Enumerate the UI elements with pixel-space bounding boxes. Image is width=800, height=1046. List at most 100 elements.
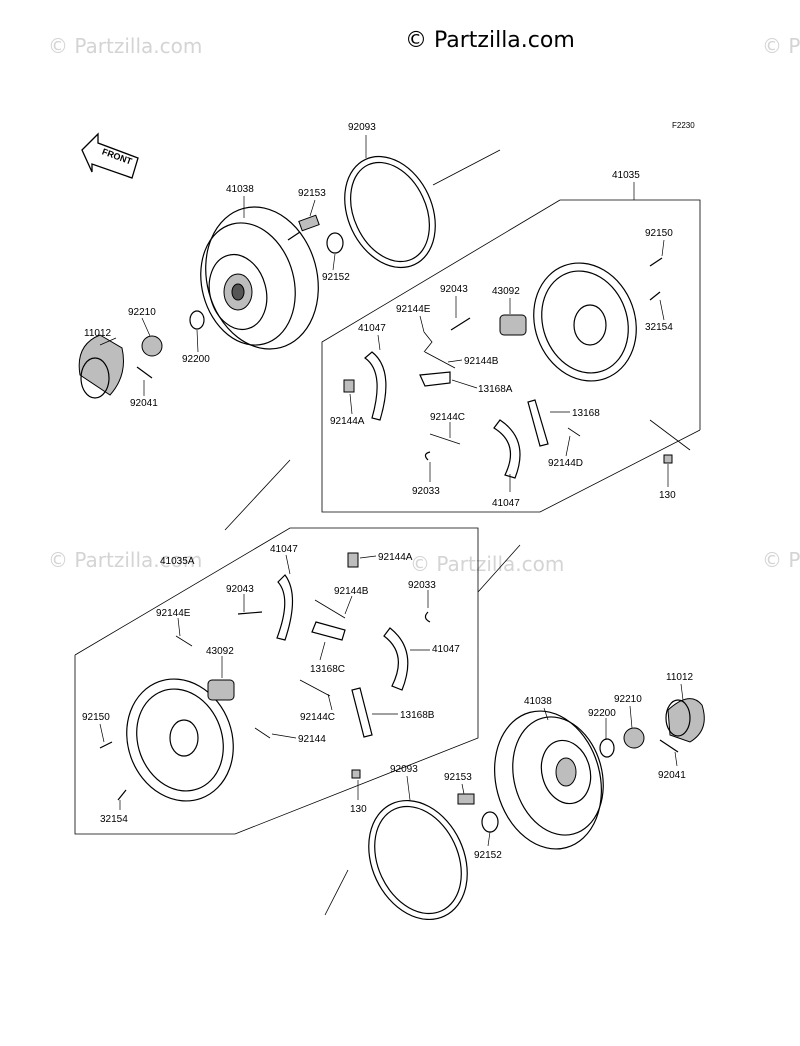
clip-92144A-upper bbox=[343, 379, 355, 393]
wheel-cylinder-upper bbox=[499, 314, 527, 336]
lever-13168A bbox=[419, 371, 451, 387]
label-92200-bot: 92200 bbox=[588, 708, 616, 719]
bolt-130-upper bbox=[663, 454, 673, 464]
label-32154-top: 32154 bbox=[645, 322, 673, 333]
label-13168: 13168 bbox=[572, 408, 600, 419]
spring-92144C-upper bbox=[429, 433, 461, 445]
pin-92043-lower bbox=[237, 611, 263, 615]
label-11012-top: 11012 bbox=[84, 328, 112, 339]
watermark-top-right: © Partzilla.com bbox=[762, 34, 800, 58]
spring-92144B-upper bbox=[424, 351, 456, 369]
brake-shoe-upper-b bbox=[493, 419, 521, 479]
spring-92144E-upper bbox=[423, 331, 433, 353]
spring-92144C-lower bbox=[299, 679, 331, 697]
backing-plate-lower bbox=[126, 678, 234, 802]
label-41047-top-b: 41047 bbox=[492, 498, 520, 509]
brake-drum-upper bbox=[200, 206, 319, 350]
label-92144B-top: 92144B bbox=[464, 356, 499, 367]
label-92093-top: 92093 bbox=[348, 122, 376, 133]
pin-92041-lower bbox=[659, 739, 679, 753]
label-92144C-bot: 92144C bbox=[300, 712, 335, 723]
label-92200-top: 92200 bbox=[182, 354, 210, 365]
bolt-92150-lower bbox=[99, 741, 113, 749]
label-41047-top-a: 41047 bbox=[358, 323, 386, 334]
backing-plate-upper bbox=[533, 262, 637, 382]
label-92093-bot: 92093 bbox=[390, 764, 418, 775]
brake-shoe-lower-b bbox=[383, 627, 409, 691]
drum-seal-upper bbox=[344, 155, 436, 269]
fitting-32154-lower bbox=[117, 789, 127, 801]
label-41047-bot-a: 41047 bbox=[270, 544, 298, 555]
washer-92200-upper bbox=[189, 310, 205, 330]
label-92150-top: 92150 bbox=[645, 228, 673, 239]
bolt-130-lower bbox=[351, 769, 361, 779]
lever-13168 bbox=[527, 399, 549, 447]
label-92144C-top: 92144C bbox=[430, 412, 465, 423]
label-92043-bot: 92043 bbox=[226, 584, 254, 595]
assembly-frame-upper bbox=[224, 149, 701, 531]
stud-92153-lower bbox=[457, 793, 475, 805]
watermark-mid-right: © Partzilla.com bbox=[762, 548, 800, 572]
hub-cap-lower bbox=[665, 698, 705, 743]
label-41035: 41035 bbox=[612, 170, 640, 181]
label-32154-bot: 32154 bbox=[100, 814, 128, 825]
stud-92153-upper bbox=[287, 214, 320, 241]
label-130-bot: 130 bbox=[350, 804, 367, 815]
label-43092-bot: 43092 bbox=[206, 646, 234, 657]
nut-92210-lower bbox=[623, 727, 645, 749]
label-92153-bot: 92153 bbox=[444, 772, 472, 783]
nut-92210-upper bbox=[141, 335, 163, 357]
collar-92152-upper bbox=[326, 232, 344, 254]
label-92152-top: 92152 bbox=[322, 272, 350, 283]
pin-92041-upper bbox=[136, 366, 153, 379]
hub-cap-upper bbox=[78, 334, 124, 399]
leader-lines bbox=[99, 135, 684, 847]
brake-shoe-lower-a bbox=[276, 574, 294, 641]
label-92144D: 92144D bbox=[548, 458, 583, 469]
label-92033-top: 92033 bbox=[412, 486, 440, 497]
spring-92144-lower bbox=[254, 727, 271, 739]
pin-92043-upper bbox=[450, 317, 471, 331]
label-92144B-bot: 92144B bbox=[334, 586, 369, 597]
label-92150-bot: 92150 bbox=[82, 712, 110, 723]
clip-92144A-lower bbox=[347, 552, 359, 568]
figure-code: F2230 bbox=[672, 121, 695, 130]
label-92144A-bot: 92144A bbox=[378, 552, 413, 563]
label-92210-bot: 92210 bbox=[614, 694, 642, 705]
watermark-mid-left: © Partzilla.com bbox=[48, 548, 203, 572]
bolt-92150-upper bbox=[649, 257, 663, 267]
label-13168B: 13168B bbox=[400, 710, 435, 721]
label-92152-bot: 92152 bbox=[474, 850, 502, 861]
label-43092-top: 43092 bbox=[492, 286, 520, 297]
label-92144E-top: 92144E bbox=[396, 304, 431, 315]
label-92043-top: 92043 bbox=[440, 284, 468, 295]
watermark-mid-center: © Partzilla.com bbox=[410, 552, 565, 576]
watermark-top-left: © Partzilla.com bbox=[48, 34, 203, 58]
assembly-frame-lower bbox=[74, 527, 521, 916]
lever-13168B bbox=[351, 687, 373, 738]
label-130-top: 130 bbox=[659, 490, 676, 501]
label-92153-top: 92153 bbox=[298, 188, 326, 199]
label-92041-bot: 92041 bbox=[658, 770, 686, 781]
label-41035A: 41035A bbox=[160, 556, 195, 567]
label-92033-bot: 92033 bbox=[408, 580, 436, 591]
brake-drum-lower bbox=[494, 710, 604, 850]
lever-13168C bbox=[311, 621, 346, 641]
label-41038-bot: 41038 bbox=[524, 696, 552, 707]
label-92144-bot: 92144 bbox=[298, 734, 326, 745]
label-41047-bot-b: 41047 bbox=[432, 644, 460, 655]
drum-seal-lower bbox=[368, 799, 468, 921]
brake-shoe-upper-a bbox=[364, 351, 387, 421]
label-11012-bot: 11012 bbox=[666, 672, 694, 683]
label-92041-top: 92041 bbox=[130, 398, 158, 409]
front-arrow-icon: FRONT bbox=[81, 132, 139, 179]
clip-92033-lower bbox=[424, 611, 431, 623]
label-41038-top: 41038 bbox=[226, 184, 254, 195]
spring-92144E-lower bbox=[175, 635, 193, 647]
fitting-32154-upper bbox=[649, 291, 661, 301]
label-92210-top: 92210 bbox=[128, 307, 156, 318]
washer-92200-lower bbox=[599, 738, 615, 758]
label-92144A-top: 92144A bbox=[330, 416, 365, 427]
watermark-main: © Partzilla.com bbox=[405, 28, 575, 53]
